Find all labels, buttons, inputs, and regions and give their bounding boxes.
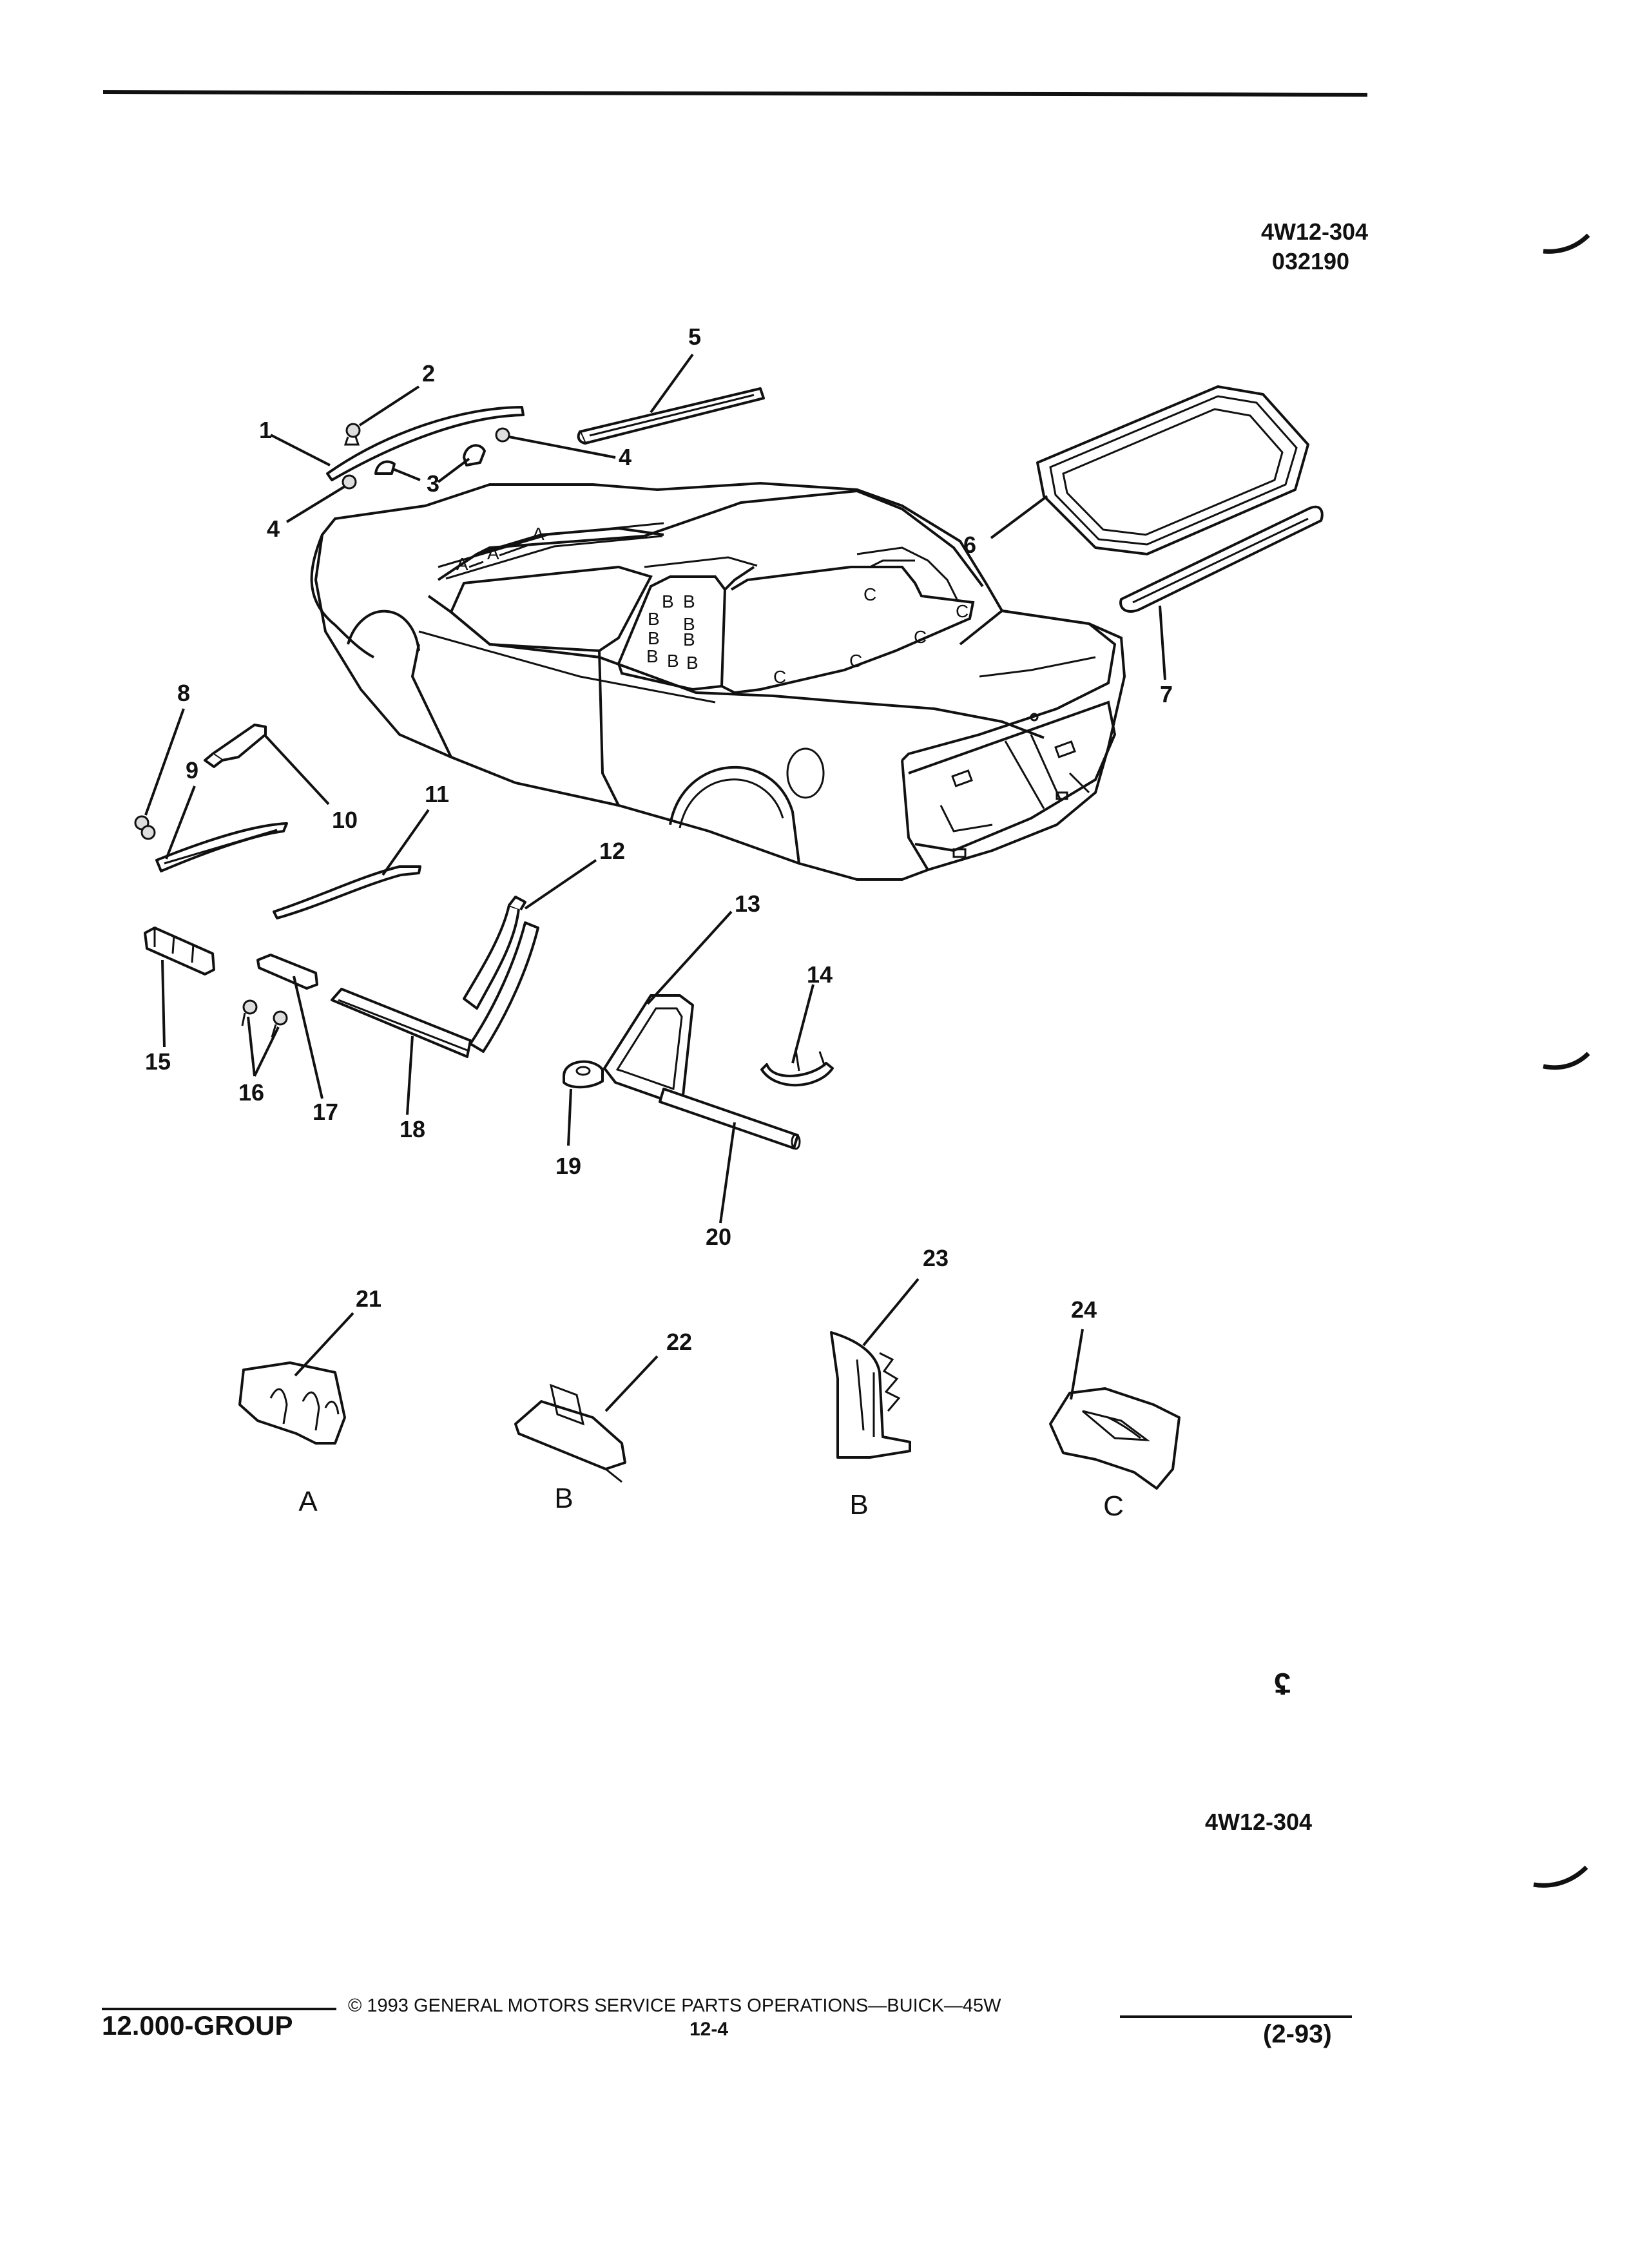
mark-b: B <box>646 646 659 666</box>
mark-b: B <box>648 609 660 629</box>
callout-3: 3 <box>427 470 439 497</box>
part-22-clip <box>514 1383 626 1483</box>
callout-7: 7 <box>1160 681 1173 707</box>
mark-b: B <box>662 591 674 611</box>
mark-b: B <box>683 629 695 649</box>
part-11-moulding <box>273 865 421 919</box>
clip-letter-b: B <box>554 1483 573 1514</box>
callout-4-left: 4 <box>267 515 280 542</box>
scan-mark <box>1533 1865 1588 1888</box>
part-1-moulding <box>326 406 525 481</box>
part-7-weatherstrip <box>1119 505 1324 613</box>
callout-9: 9 <box>186 757 198 783</box>
callout-13: 13 <box>735 890 760 917</box>
part-24-clip <box>1049 1387 1181 1490</box>
footer-diagram-code: 4W12-304 <box>1205 1809 1312 1835</box>
mark-b: B <box>683 591 695 611</box>
clip-letter-a: A <box>298 1486 318 1517</box>
scan-mark <box>1543 1052 1590 1070</box>
page-symbol: ʢ <box>1274 1667 1291 1702</box>
part-18-trim <box>331 988 472 1058</box>
part-4-retainer <box>342 427 510 490</box>
mark-b: B <box>648 628 660 648</box>
scan-mark <box>1543 233 1590 254</box>
mark-c: C <box>956 601 969 621</box>
callout-17: 17 <box>313 1099 338 1125</box>
callout-21: 21 <box>356 1285 381 1312</box>
part-5-weatherstrip <box>577 387 765 445</box>
mark-a: A <box>487 543 499 563</box>
callout-16: 16 <box>238 1079 264 1106</box>
part-23-clip <box>830 1331 911 1459</box>
car-body <box>310 481 1126 881</box>
part-16-screw <box>241 999 288 1038</box>
mark-b: B <box>683 614 695 634</box>
callout-15: 15 <box>145 1048 171 1075</box>
mark-b: B <box>686 653 699 673</box>
part-21-clip <box>238 1361 346 1445</box>
part-14-retainer <box>760 1050 834 1087</box>
top-rule <box>102 90 1368 97</box>
mark-a: A <box>456 554 468 574</box>
callout-1: 1 <box>259 417 272 443</box>
mark-a: A <box>532 524 545 544</box>
part-2-clip <box>343 423 361 446</box>
mark-c: C <box>773 667 786 687</box>
part-8-screw <box>134 815 156 840</box>
part-13-window-seal <box>603 994 694 1103</box>
callout-23: 23 <box>923 1245 949 1271</box>
callout-22: 22 <box>666 1329 692 1355</box>
callout-2: 2 <box>422 360 435 387</box>
leader-lines <box>144 353 1166 1412</box>
callout-12: 12 <box>599 838 625 864</box>
part-6-window-frame <box>1036 385 1309 555</box>
body-marks: A A A B B B B B B B B B C C C C C <box>456 524 969 687</box>
callout-numbers: 1 2 3 4 4 5 6 7 8 9 10 11 12 13 14 15 16… <box>145 323 1173 1355</box>
mark-c: C <box>849 651 862 671</box>
mark-c: C <box>863 584 876 604</box>
callout-8: 8 <box>177 680 190 706</box>
callout-20: 20 <box>706 1224 731 1250</box>
callout-4-right: 4 <box>619 444 631 470</box>
part-9-moulding <box>155 822 288 872</box>
callout-10: 10 <box>332 807 358 833</box>
clip-letter-c: C <box>1103 1490 1124 1522</box>
callout-24: 24 <box>1071 1296 1097 1323</box>
clip-letters: A B B C <box>298 1483 1124 1522</box>
callout-14: 14 <box>807 961 833 988</box>
callout-11: 11 <box>425 781 449 807</box>
callout-6: 6 <box>963 532 976 558</box>
part-10-bracket <box>204 724 267 768</box>
part-15-bracket <box>144 927 215 975</box>
part-17-bracket <box>256 954 318 990</box>
mark-b: B <box>667 651 679 671</box>
part-12-seal <box>463 896 539 1053</box>
diagram-code: 4W12-304 <box>1261 218 1368 245</box>
clip-letter-b: B <box>849 1489 868 1521</box>
callout-18: 18 <box>400 1116 425 1142</box>
callout-5: 5 <box>688 323 701 350</box>
callout-19: 19 <box>555 1153 581 1179</box>
mark-c: C <box>914 627 927 647</box>
diagram-date-code: 032190 <box>1272 248 1349 274</box>
part-19-pad <box>563 1060 604 1089</box>
part-20-weatherstrip <box>659 1088 801 1150</box>
